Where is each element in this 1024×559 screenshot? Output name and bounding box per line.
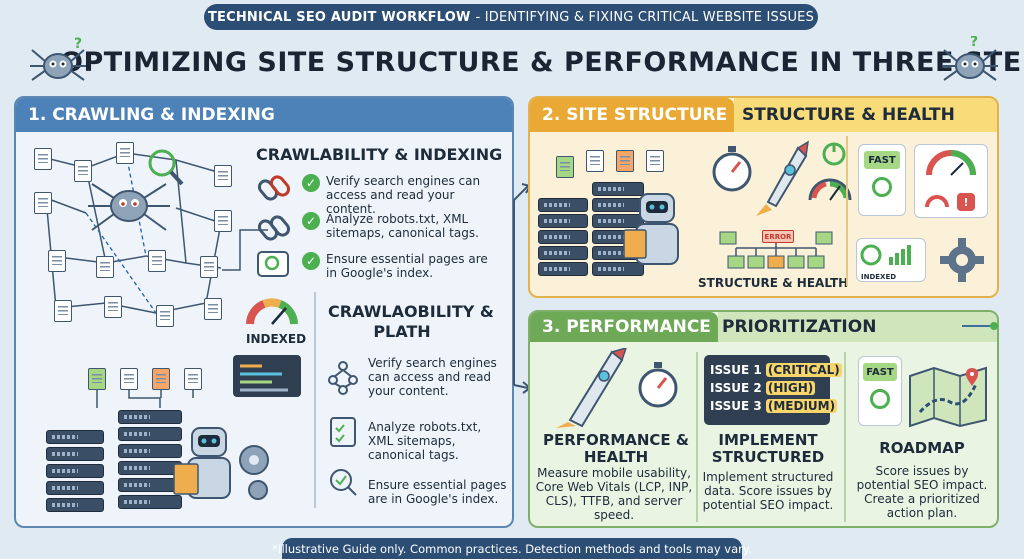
connector-lines bbox=[96, 390, 194, 408]
issue-row: ISSUE 3 (MEDIUM) bbox=[710, 399, 838, 413]
tap-icon bbox=[872, 177, 892, 197]
sec1-item-1: ✓ Verify search engines can access and r… bbox=[302, 174, 502, 216]
sec1-item-2: ✓ Analyze robots.txt, XML sitemaps, cano… bbox=[302, 212, 502, 240]
divider bbox=[696, 352, 698, 522]
implement-structured-text: Implement structured data. Score issues … bbox=[702, 470, 834, 512]
divider bbox=[314, 292, 316, 508]
roadmap-text: Score issues by potential SEO impact. Cr… bbox=[856, 464, 988, 520]
panel3-title: 3. PERFORMANCE & bbox=[530, 312, 732, 342]
check-icon: ✓ bbox=[302, 212, 320, 230]
structure-health-label: STRUCTURE & HEALTH bbox=[698, 276, 849, 290]
divider bbox=[844, 352, 846, 522]
robot-icon bbox=[173, 427, 269, 500]
top-banner: TECHNICAL SEO AUDIT WORKFLOW - IDENTIFYI… bbox=[204, 4, 818, 30]
dashboard-card: ! bbox=[914, 144, 988, 218]
svg-text:?: ? bbox=[74, 36, 82, 52]
connector-line bbox=[962, 322, 998, 330]
issue-row: ISSUE 1 (CRITICAL) bbox=[710, 363, 842, 377]
error-badge: ERROR bbox=[762, 230, 794, 243]
checklist-icons bbox=[328, 361, 358, 496]
roadmap-map-icon bbox=[909, 366, 987, 428]
bar-chart-icon bbox=[860, 244, 911, 266]
issue-list: ISSUE 1 (CRITICAL) ISSUE 2 (HIGH) ISSUE … bbox=[704, 355, 842, 425]
crawl-network-diagram bbox=[45, 149, 222, 314]
robot-icon bbox=[623, 193, 679, 265]
issue-row: ISSUE 2 (HIGH) bbox=[710, 381, 816, 395]
tap-icon bbox=[870, 389, 890, 409]
sec1-item-3: ✓ Ensure essential pages are in Google's… bbox=[302, 252, 502, 280]
panel1-title: 1. CRAWLING & INDEXING bbox=[16, 98, 512, 132]
spider-bot-icon: ? bbox=[30, 36, 86, 81]
speed-illustration bbox=[712, 140, 852, 216]
sec2-item-3: Ensure essential pages are in Google's i… bbox=[368, 478, 507, 506]
banner-subtitle: - IDENTIFYING & FIXING CRITICAL WEBSITE … bbox=[475, 9, 815, 25]
check-icon: ✓ bbox=[302, 252, 320, 270]
panel3-subtitle: PRIORITIZATION bbox=[718, 312, 997, 342]
indexed-label: INDEXED bbox=[246, 332, 307, 346]
panel2-title: 2. SITE STRUCTURE bbox=[530, 98, 734, 132]
check-icon: ✓ bbox=[302, 174, 320, 192]
panel2-subtitle: STRUCTURE & HEALTH bbox=[734, 98, 997, 132]
phone-mockup: FAST bbox=[858, 356, 902, 426]
fast-badge: FAST bbox=[864, 151, 900, 169]
connector-line bbox=[222, 229, 268, 271]
performance-health-text: Measure mobile usability, Core Web Vital… bbox=[535, 466, 693, 522]
performance-health-title: PERFORMANCE & HEALTH bbox=[543, 431, 689, 466]
rocket-stopwatch-icon bbox=[556, 348, 678, 428]
fast-badge: FAST bbox=[863, 363, 897, 381]
gauge-icon bbox=[246, 298, 298, 325]
sec2-item-2: Analyze robots.txt, XML sitemaps, canoni… bbox=[368, 420, 482, 462]
sec2-item-1: Verify search engines can access and rea… bbox=[368, 356, 497, 398]
indexed-small-label: INDEXED bbox=[861, 273, 897, 281]
svg-text:!: ! bbox=[963, 196, 968, 209]
chain-link-icons bbox=[257, 175, 291, 277]
banner-title: TECHNICAL SEO AUDIT WORKFLOW bbox=[207, 9, 471, 25]
gear-icon bbox=[940, 238, 984, 282]
roadmap-title: ROADMAP bbox=[879, 439, 965, 457]
crawlability-indexing-title: CRAWLABILITY & INDEXING bbox=[256, 145, 503, 164]
indexed-card: INDEXED bbox=[856, 238, 926, 282]
footer-disclaimer: *Illustrative Guide only. Common practic… bbox=[272, 538, 752, 559]
spider-bot-icon: ? bbox=[942, 36, 998, 81]
gauge-icon: ! bbox=[925, 150, 976, 211]
crawlability-path-title: CRAWLAOBILITY & PLATH bbox=[328, 302, 494, 341]
implement-structured-title: IMPLEMENT STRUCTURED bbox=[711, 431, 825, 466]
svg-text:?: ? bbox=[970, 36, 978, 50]
code-window-icon bbox=[233, 355, 301, 397]
structure-tree-diagram bbox=[719, 231, 833, 269]
page-title: OPTIMIZING SITE STRUCTURE & PERFORMANCE … bbox=[60, 47, 1024, 78]
divider bbox=[846, 136, 848, 286]
phone-mockup: FAST bbox=[858, 144, 906, 216]
